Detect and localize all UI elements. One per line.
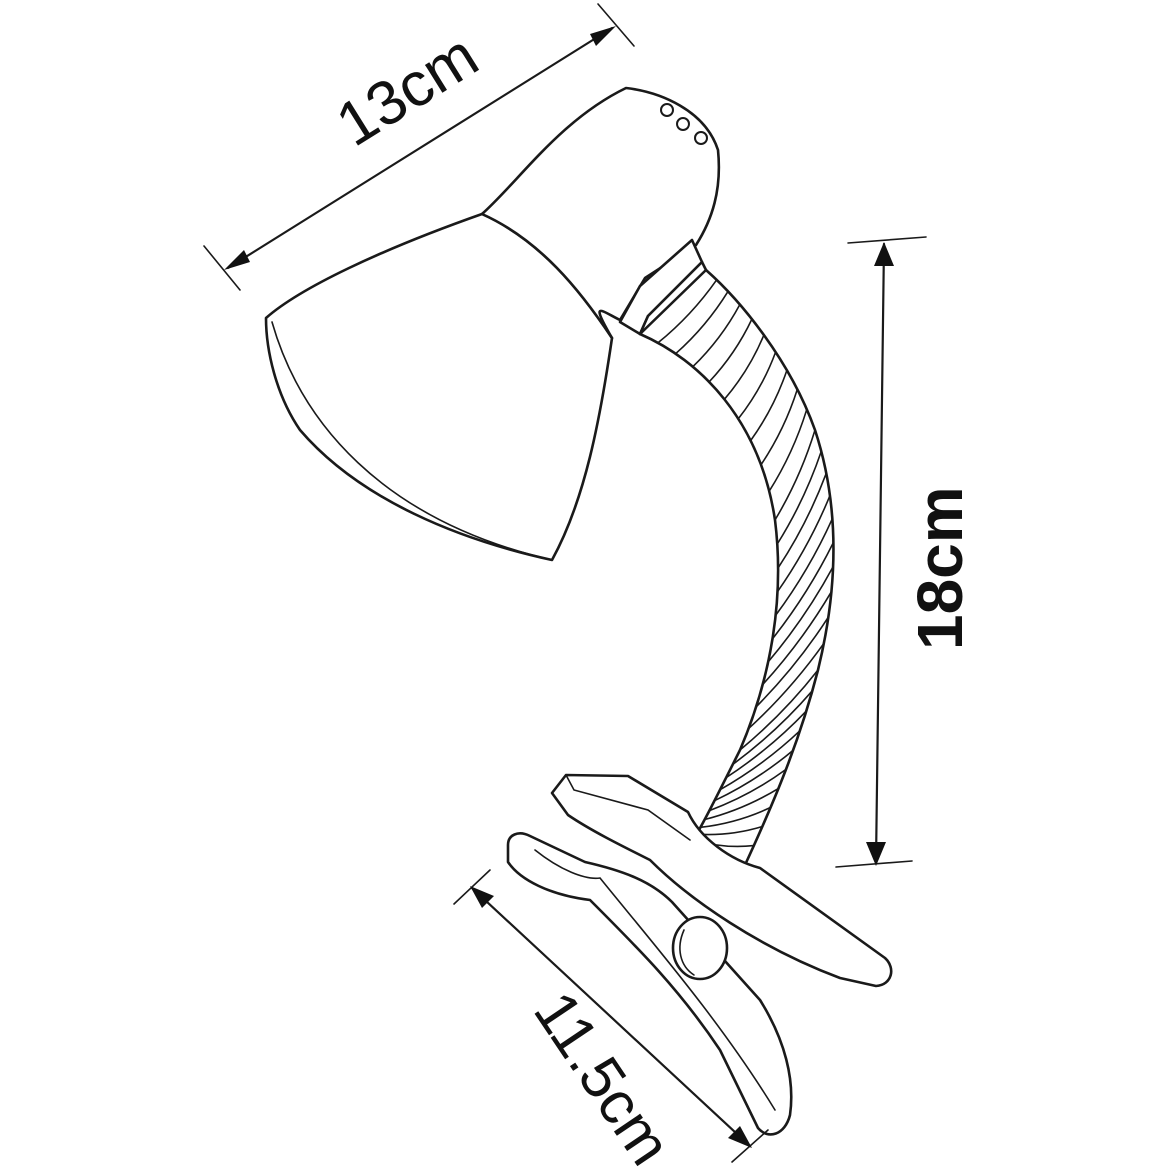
vent-hole-icon <box>676 117 690 131</box>
lamp-shade <box>264 86 721 562</box>
gooseneck-ring <box>708 318 753 383</box>
gooseneck-ring <box>674 290 729 355</box>
vent-hole-icon <box>660 103 674 117</box>
gooseneck-ring <box>708 768 787 812</box>
dimension-label-height: 18cm <box>904 486 976 650</box>
arrowhead-icon <box>866 842 886 866</box>
gooseneck-ring <box>692 303 741 368</box>
vent-hole-icon <box>694 131 708 145</box>
gooseneck-ring <box>760 388 799 466</box>
gooseneck-ring <box>699 806 772 829</box>
gooseneck-ring <box>761 590 833 686</box>
gooseneck-ring <box>755 616 830 708</box>
gooseneck-ring <box>719 729 801 791</box>
gooseneck-ring <box>723 334 765 401</box>
gooseneck-ring <box>749 369 788 442</box>
gooseneck-ring <box>767 566 834 663</box>
gooseneck-arm <box>638 268 835 867</box>
arrowhead-icon <box>224 250 250 270</box>
arrowhead-icon <box>590 26 616 46</box>
gooseneck-ring <box>747 642 825 730</box>
gooseneck-ring <box>732 689 814 766</box>
gooseneck-ring <box>768 408 808 492</box>
arrowhead-icon <box>728 1126 752 1148</box>
dimension-label-shade-width: 13cm <box>325 21 490 160</box>
gooseneck-ring <box>776 450 823 545</box>
gooseneck-ring <box>777 472 828 569</box>
gooseneck-ring <box>776 494 831 593</box>
dimension-height: 18cm <box>835 236 976 868</box>
arrowhead-icon <box>874 242 894 266</box>
gooseneck-ring <box>771 541 835 640</box>
gooseneck-ring <box>657 279 718 344</box>
gooseneck-ring <box>774 518 834 617</box>
clip-base <box>506 773 893 1136</box>
gooseneck-ring <box>713 749 794 802</box>
arrowhead-icon <box>470 886 494 908</box>
gooseneck-ring <box>737 351 777 420</box>
gooseneck-ring <box>774 429 816 521</box>
clip-pivot-knob <box>671 915 729 981</box>
gooseneck-ring <box>725 710 808 779</box>
gooseneck-ring <box>739 669 819 751</box>
gooseneck-ring <box>703 787 780 821</box>
